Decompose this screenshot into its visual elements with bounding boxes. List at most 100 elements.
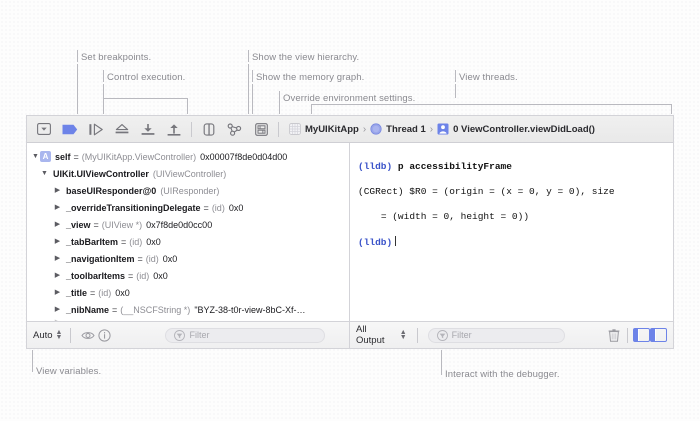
breadcrumb-item-app[interactable]: MyUIKitApp xyxy=(289,123,359,135)
disclosure-triangle-icon[interactable]: ▼ xyxy=(41,170,48,177)
annotation-interact-debugger: Interact with the debugger. xyxy=(445,369,560,380)
table-row-partial[interactable]: ▶ xyxy=(27,318,349,322)
table-row[interactable]: ▼ UIKit.UIViewController (UIViewControll… xyxy=(27,165,349,182)
breadcrumb-item-frame[interactable]: 0 ViewController.viewDidLoad() xyxy=(437,123,595,135)
toggle-console-panel-button[interactable] xyxy=(650,327,667,344)
variables-filter-placeholder: Filter xyxy=(189,330,210,340)
variable-equals: = xyxy=(121,236,127,247)
table-row[interactable]: ▶ baseUIResponder@0 (UIResponder) xyxy=(27,182,349,199)
output-popup-label: All Output xyxy=(356,324,385,346)
variable-type: (UIViewController) xyxy=(152,168,227,179)
variables-pane: ▼ A self = (MyUIKitApp.ViewController) 0… xyxy=(27,143,349,348)
scope-popup-label: Auto xyxy=(33,329,53,341)
debug-toolbar: MyUIKitApp › Thread 1 › 0 ViewController… xyxy=(27,116,673,143)
variable-value: 0x0 xyxy=(228,202,244,213)
table-row[interactable]: ▶ _toolbarItems = (id) 0x0 xyxy=(27,267,349,284)
stepper-arrows-icon: ▲▼ xyxy=(399,329,407,341)
toolbar-separator-1 xyxy=(191,121,192,137)
pane-divider[interactable] xyxy=(349,143,350,348)
variable-value: 0x7f8de0d0cc00 xyxy=(146,219,213,230)
variable-value: 0x0 xyxy=(146,236,161,247)
filter-funnel-icon xyxy=(436,329,448,341)
disclosure-box-icon xyxy=(37,123,51,135)
view-hierarchy-button[interactable] xyxy=(196,119,222,140)
annotation-view-variables-leader xyxy=(32,350,33,372)
console-filter-input[interactable]: Filter xyxy=(427,327,566,343)
info-circle-icon xyxy=(98,328,112,342)
hide-debug-area-button[interactable] xyxy=(31,119,57,140)
trash-icon xyxy=(608,328,620,342)
variable-value: 0x0 xyxy=(153,270,168,281)
step-into-icon xyxy=(141,123,155,135)
annotation-memory-graph-tick xyxy=(252,70,253,82)
disclosure-triangle-icon[interactable]: ▶ xyxy=(54,238,61,245)
disclosure-triangle-icon[interactable]: ▶ xyxy=(54,221,61,228)
variable-type: (id) xyxy=(145,253,159,264)
disclosure-triangle-icon[interactable]: ▼ xyxy=(32,153,39,160)
output-popup-button[interactable]: All Output ▲▼ xyxy=(356,324,407,346)
step-out-button[interactable] xyxy=(161,119,187,140)
table-row[interactable]: ▶ _view = (UIView *) 0x7f8de0d0cc00 xyxy=(27,216,349,233)
variable-equals: = xyxy=(128,270,134,281)
app-grid-icon xyxy=(289,123,301,135)
annotation-control-execution-leader xyxy=(103,84,104,98)
environment-overrides-button[interactable] xyxy=(248,119,274,140)
console-result: = (width = 0, height = 0)) xyxy=(358,210,530,222)
disclosure-triangle-icon[interactable]: ▶ xyxy=(54,306,61,313)
variable-name: _overrideTransitioningDelegate xyxy=(66,202,201,213)
breadcrumb-label-thread: Thread 1 xyxy=(386,123,426,135)
disclosure-triangle-icon[interactable]: ▶ xyxy=(54,204,61,211)
breadcrumb: MyUIKitApp › Thread 1 › 0 ViewController… xyxy=(289,123,595,135)
variable-equals: = xyxy=(203,202,209,213)
disclosure-triangle-icon[interactable]: ▶ xyxy=(53,319,62,322)
continue-play-icon xyxy=(89,123,103,135)
table-row[interactable]: ▶ _nibName = (__NSCFString *) "BYZ-38-t0… xyxy=(27,301,349,318)
step-over-button[interactable] xyxy=(109,119,135,140)
view-hierarchy-icon xyxy=(203,122,215,136)
variable-equals: = xyxy=(93,219,99,230)
table-row[interactable]: ▶ _overrideTransitioningDelegate = (id) … xyxy=(27,199,349,216)
toggle-variables-panel-button[interactable] xyxy=(633,327,650,344)
console-result: (CGRect) $R0 = (origin = (x = 0, y = 0),… xyxy=(358,185,615,197)
breadcrumb-label-app: MyUIKitApp xyxy=(305,123,359,135)
continue-button[interactable] xyxy=(83,119,109,140)
breadcrumb-item-thread[interactable]: Thread 1 xyxy=(370,123,426,135)
lldb-prompt: (lldb) xyxy=(358,160,393,172)
show-variables-panel-icon xyxy=(633,328,650,342)
disclosure-triangle-icon[interactable]: ▶ xyxy=(54,272,61,279)
eye-button[interactable] xyxy=(79,327,96,344)
variables-filter-input[interactable]: Filter xyxy=(165,327,326,343)
variable-name: UIKit.UIViewController xyxy=(53,168,149,179)
table-row[interactable]: ▶ _title = (id) 0x0 xyxy=(27,284,349,301)
variable-name: _nibName xyxy=(66,304,110,315)
variables-list[interactable]: ▼ A self = (MyUIKitApp.ViewController) 0… xyxy=(27,143,349,321)
breakpoints-toggle-button[interactable] xyxy=(57,119,83,140)
variable-value: "BYZ-38-t0r-view-8bC-Xf-… xyxy=(194,304,306,315)
console-line: (lldb) xyxy=(358,235,667,250)
table-row[interactable]: ▼ A self = (MyUIKitApp.ViewController) 0… xyxy=(27,148,349,165)
disclosure-triangle-icon[interactable]: ▶ xyxy=(54,289,61,296)
variable-type: (__NSCFString *) xyxy=(120,304,191,315)
step-over-icon xyxy=(115,123,129,133)
scope-popup-button[interactable]: Auto ▲▼ xyxy=(33,329,63,341)
annotation-interact-debugger-leader xyxy=(441,350,442,375)
table-row[interactable]: ▶ _tabBarItem = (id) 0x0 xyxy=(27,233,349,250)
annotation-override-env-tick xyxy=(279,91,280,103)
memory-graph-button[interactable] xyxy=(222,119,248,140)
variable-name: _view xyxy=(66,219,91,230)
info-button[interactable] xyxy=(96,327,113,344)
variables-bar-separator xyxy=(70,327,72,343)
stepper-arrows-icon: ▲▼ xyxy=(55,329,63,341)
annotation-override-env-leader xyxy=(279,103,280,114)
console-caret xyxy=(395,235,397,246)
annotation-control-execution: Control execution. xyxy=(107,72,186,83)
console-output[interactable]: (lldb) p accessibilityFrame (CGRect) $R0… xyxy=(350,143,673,321)
disclosure-triangle-icon[interactable]: ▶ xyxy=(54,187,61,194)
table-row[interactable]: ▶ _navigationItem = (id) 0x0 xyxy=(27,250,349,267)
annotation-view-hierarchy-leader xyxy=(248,64,249,114)
step-into-button[interactable] xyxy=(135,119,161,140)
disclosure-triangle-icon[interactable]: ▶ xyxy=(54,255,61,262)
variable-equals: = xyxy=(112,304,118,315)
annotation-override-environment: Override environment settings. xyxy=(283,93,416,104)
clear-console-button[interactable] xyxy=(605,327,622,344)
